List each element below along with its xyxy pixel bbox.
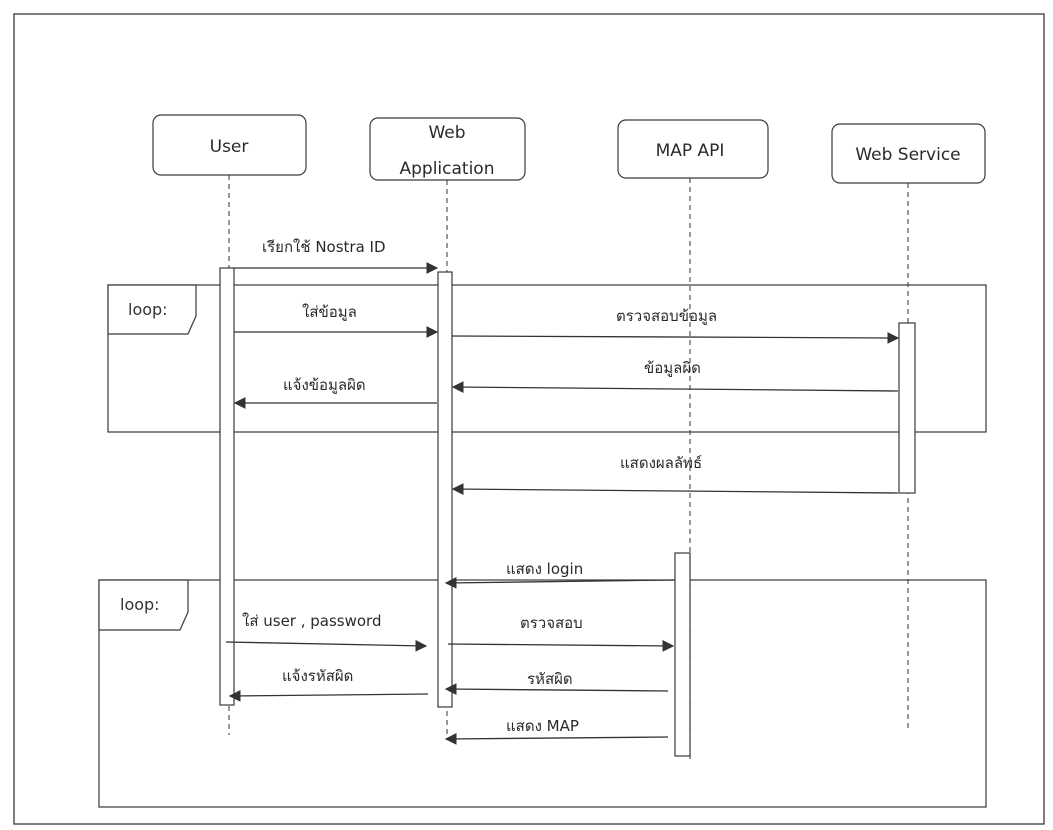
participant-label-line-2: Application (400, 159, 495, 179)
message-show-login: แสดง login (444, 560, 676, 589)
participant-user: User (152, 114, 307, 176)
message-label: แสดงผลลัพธ์ (620, 454, 702, 472)
participant-map-api: MAP API (617, 119, 769, 179)
message-label: ข้อมูลผิด (644, 359, 701, 377)
message-show-map: แสดง MAP (444, 717, 669, 745)
loop-frame-1: loop: (107, 284, 987, 433)
participant-box (831, 123, 986, 184)
message-label: ใส่ข้อมูล (302, 303, 357, 321)
participant-web-service: Web Service (831, 123, 986, 184)
participant-web-application: Web Application (369, 117, 526, 181)
loop-frame-tag (98, 579, 189, 631)
message-label: แสดง MAP (506, 717, 579, 735)
message-data-invalid: ข้อมูลผิด (451, 359, 899, 393)
loop-frame-border (98, 579, 987, 808)
participant-box (152, 114, 307, 176)
message-notify-password-invalid: แจ้งรหัสผิด (228, 667, 429, 702)
message-label: แจ้งรหัสผิด (282, 667, 353, 685)
message-label: แจ้งข้อมูลผิด (283, 376, 366, 394)
participant-label: MAP API (656, 141, 725, 161)
message-arrow (444, 577, 676, 589)
message-enter-data: ใส่ข้อมูล (234, 303, 439, 338)
message-arrow (444, 733, 669, 745)
activation-bar-map-api (674, 552, 691, 757)
message-label: รหัสผิด (527, 670, 573, 688)
message-arrow (451, 483, 899, 495)
message-enter-user-password: ใส่ user , password (225, 612, 428, 652)
participant-box (617, 119, 769, 179)
message-arrow (451, 381, 899, 393)
loop-frame-2: loop: (98, 579, 987, 808)
activation-bar-web-application (437, 271, 453, 708)
loop-frame-tag (107, 284, 197, 335)
activation-bar-web-service (898, 322, 916, 494)
participant-box (369, 117, 526, 181)
loop-frame-label: loop: (128, 300, 168, 319)
message-password-invalid: รหัสผิด (444, 670, 669, 695)
message-arrow (451, 332, 900, 344)
message-arrow (447, 640, 675, 652)
message-arrow (225, 639, 428, 652)
message-arrow (444, 683, 669, 695)
message-label: ตรวจสอบข้อมูล (616, 307, 717, 325)
message-label: เรียกใช้ Nostra ID (262, 238, 386, 256)
participant-label-line-1: Web (428, 123, 465, 143)
participant-label: User (210, 137, 249, 157)
message-arrow (228, 690, 429, 702)
participant-label: Web Service (855, 145, 960, 165)
page-border (13, 13, 1045, 825)
message-label: แสดง login (506, 560, 583, 578)
message-notify-data-invalid: แจ้งข้อมูลผิด (233, 376, 437, 409)
message-call-nostra-id: เรียกใช้ Nostra ID (234, 238, 439, 274)
message-verify: ตรวจสอบ (447, 614, 675, 652)
loop-frame-label: loop: (120, 595, 160, 614)
message-label: ใส่ user , password (242, 612, 381, 630)
message-label: ตรวจสอบ (520, 614, 583, 632)
activation-bar-user (219, 267, 235, 706)
loop-frame-border (107, 284, 987, 433)
message-show-result: แสดงผลลัพธ์ (451, 454, 899, 495)
message-check-data: ตรวจสอบข้อมูล (451, 307, 900, 344)
